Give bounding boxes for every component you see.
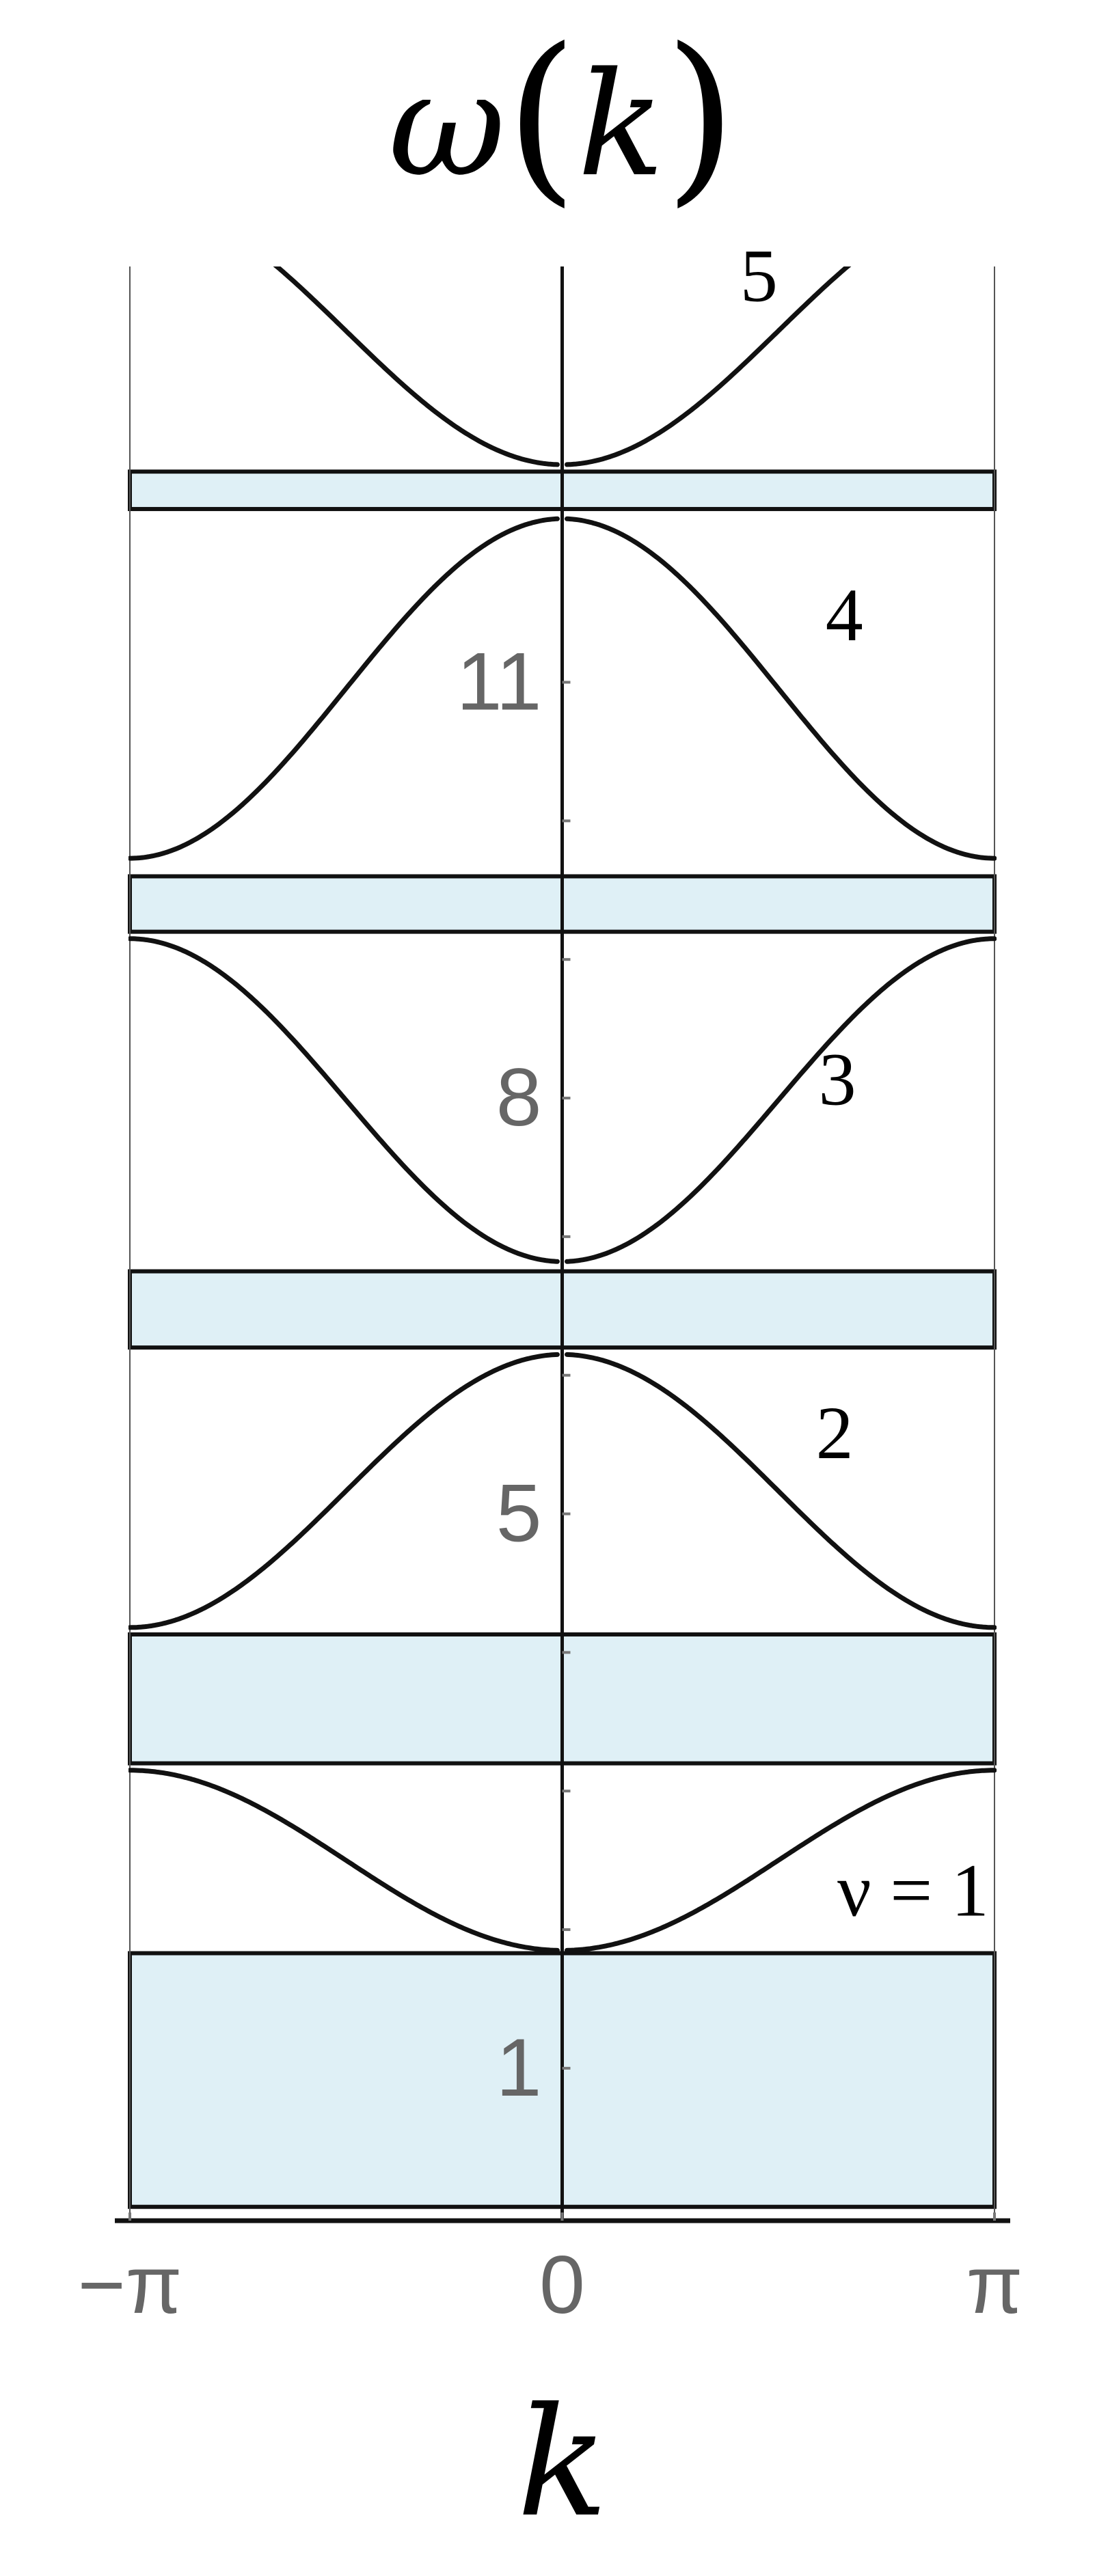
band-3-curve-left [128,936,560,1264]
band-label-5: 5 [740,234,778,317]
y-axis-title-symbol: ω [388,41,505,208]
band-2-curve-right [565,1352,997,1630]
band-1-curve-right [565,1768,997,1953]
band-2-curve-left [128,1352,560,1630]
band-label-3: 3 [819,1038,856,1121]
y-tick-label: 1 [496,2022,542,2113]
band-label-1: ν = 1 [837,1848,989,1932]
band-5-curve-right [565,266,852,467]
band-label-4: 4 [826,573,863,657]
y-axis-title-close-paren: ) [664,8,736,223]
y-axis-title: ω(k) [388,8,736,223]
x-tick-label: π [966,2239,1023,2331]
x-axis-title: k [517,2375,608,2550]
band-4-curve-right [565,516,997,861]
band-3-curve-right [565,936,997,1264]
dispersion-curves [128,266,997,1953]
band-4-curve-left [128,516,560,861]
band-label-2: 2 [816,1391,854,1475]
band-1-curve-left [128,1768,560,1953]
tick-labels: 1 5 8 11 −π 0 π [78,636,1023,2331]
y-tick-label: 11 [457,636,542,728]
y-axis-title-var: k [578,41,664,208]
plot-frame [129,266,995,2221]
x-tick-label: 0 [539,2239,585,2331]
band-labels: ν = 1 2 3 4 5 [740,234,989,1932]
y-axis-title-open-paren: ( [506,8,578,223]
y-tick-label: 8 [496,1052,542,1143]
y-tick-label: 5 [496,1468,542,1559]
x-tick-label: −π [78,2239,182,2331]
band-5-curve-left [273,266,560,467]
